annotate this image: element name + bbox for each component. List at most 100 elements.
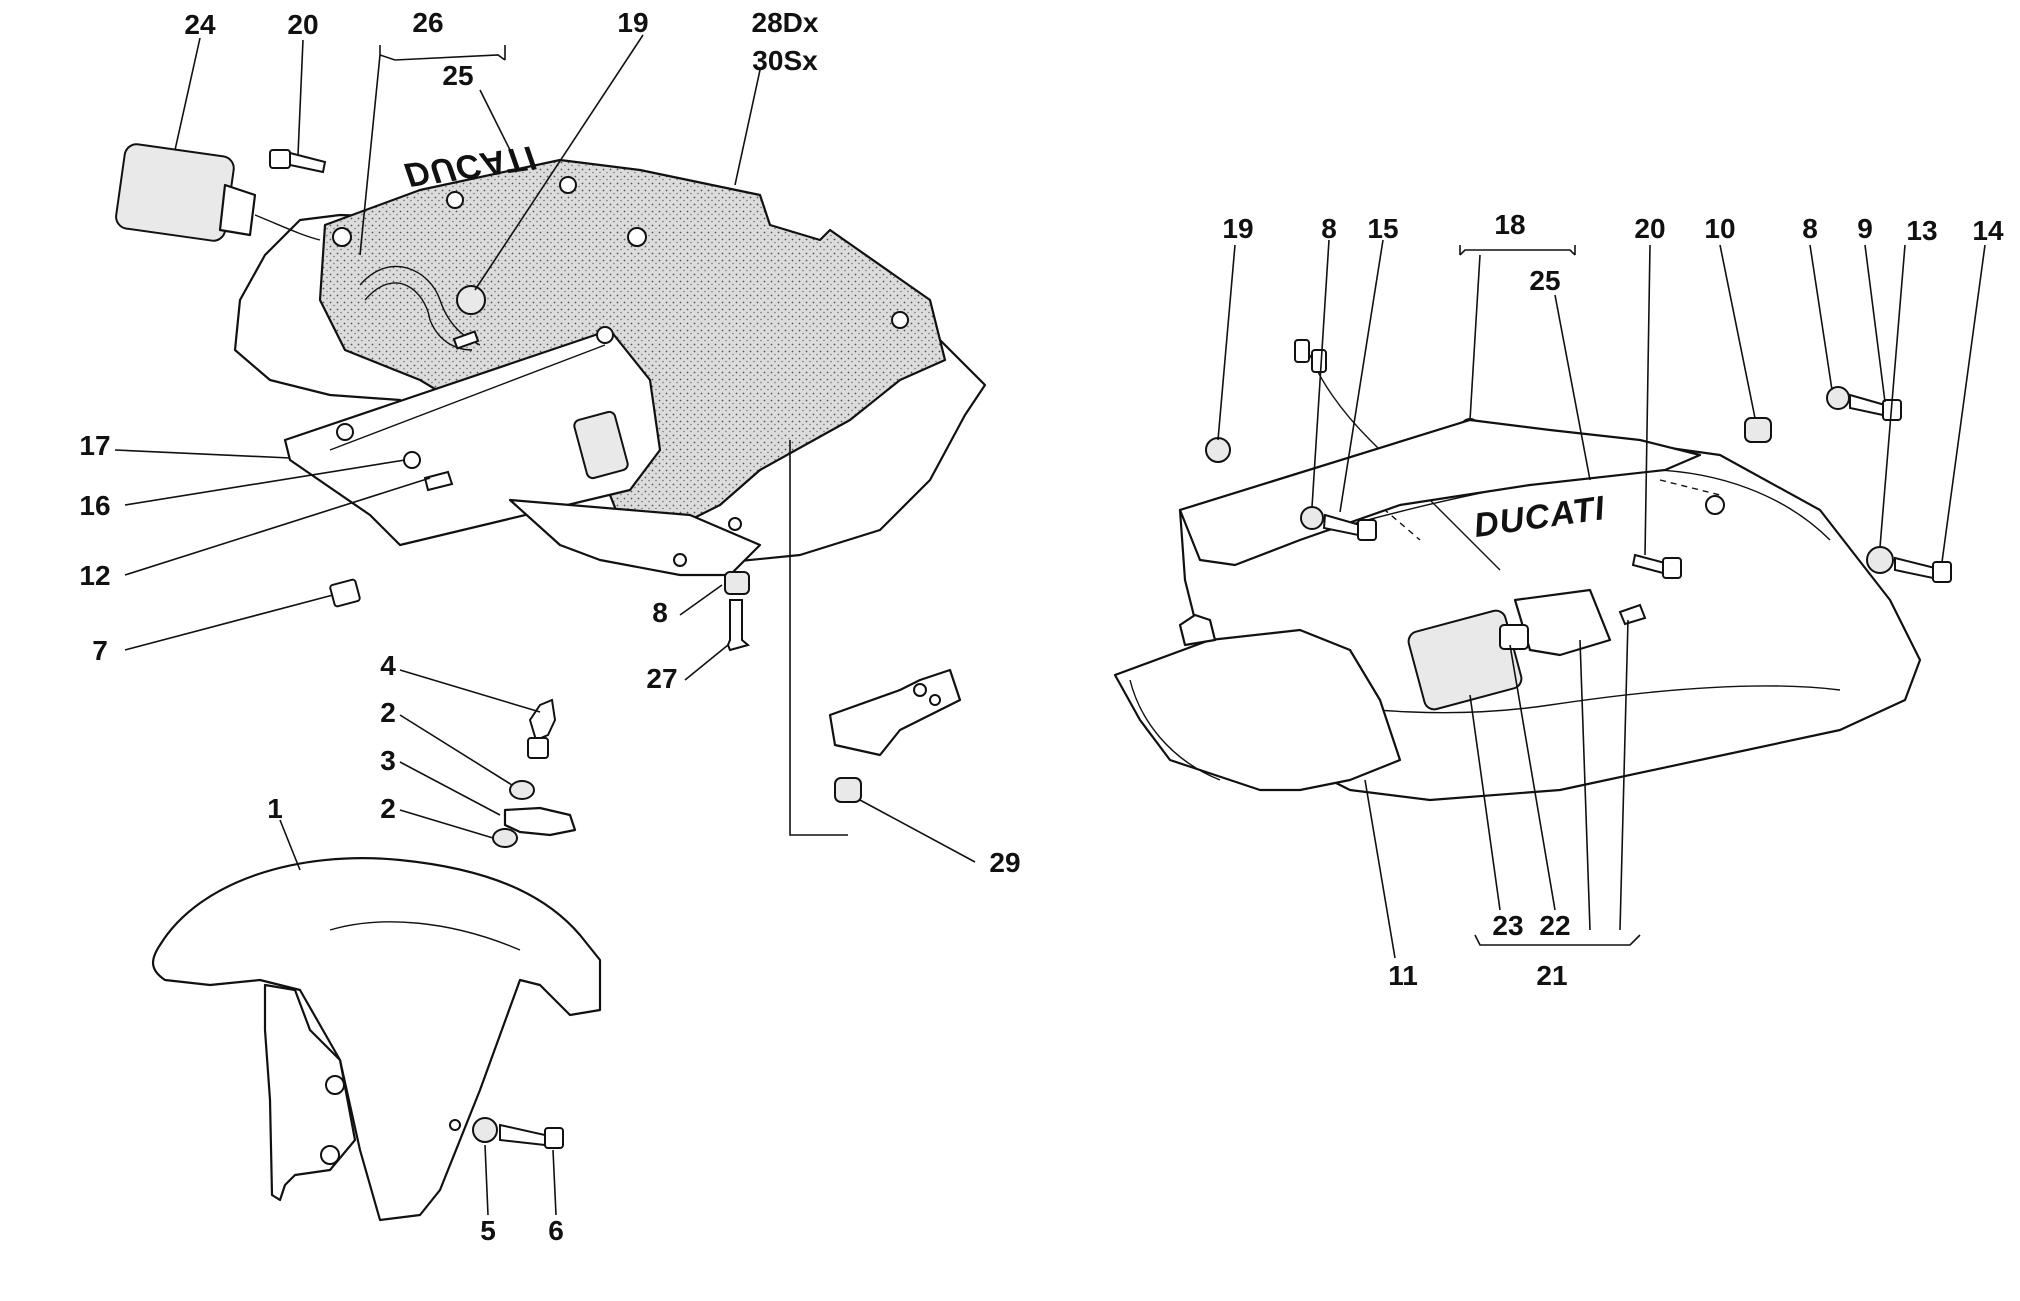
callout-9: 9 <box>1857 213 1873 244</box>
callout-14: 14 <box>1972 215 2004 246</box>
callout-5: 5 <box>480 1215 496 1246</box>
callout-22: 22 <box>1539 910 1570 941</box>
callout-4: 4 <box>380 650 396 681</box>
pad-hole <box>559 176 577 194</box>
side-panel <box>283 328 662 547</box>
bolt-9 <box>1849 393 1887 417</box>
pad-hole <box>446 191 464 209</box>
screw-12 <box>423 470 454 492</box>
tray-hole <box>728 517 742 531</box>
callout-17: 17 <box>79 430 110 461</box>
callout-26: 26 <box>412 7 443 38</box>
callout-27: 27 <box>646 663 677 694</box>
callout-25b: 25 <box>1529 265 1560 296</box>
callout-30sx: 30Sx <box>752 45 818 76</box>
clip-7 <box>329 578 361 608</box>
bolt-20-left <box>269 149 327 174</box>
callout-23: 23 <box>1492 910 1523 941</box>
fender-hole <box>449 1119 461 1131</box>
callout-19b: 19 <box>1222 213 1253 244</box>
tray-hole <box>673 553 687 567</box>
tail-hole <box>1705 495 1725 515</box>
callout-2: 2 <box>380 697 396 728</box>
callout-8b: 8 <box>1321 213 1337 244</box>
bracket <box>828 668 962 757</box>
callout-20: 20 <box>287 9 318 40</box>
connector <box>452 330 480 350</box>
front-fender <box>152 857 602 1222</box>
panel-hole <box>336 423 354 441</box>
bolt-14 <box>1894 556 1937 580</box>
callout-12: 12 <box>79 560 110 591</box>
pad-hole <box>332 227 352 247</box>
clip-3 <box>503 806 577 837</box>
duct-tab <box>1178 613 1217 647</box>
screw-21 <box>1618 603 1647 626</box>
washer-8b <box>1300 506 1324 530</box>
callout-2b: 2 <box>380 793 396 824</box>
bolt-20-right-head <box>1662 557 1682 579</box>
callout-11: 11 <box>1388 960 1418 991</box>
bolt-15-head <box>1357 519 1377 541</box>
grommet-19 <box>1205 437 1231 463</box>
grommet-8 <box>724 571 750 595</box>
pin-4 <box>528 698 557 742</box>
washer-13 <box>1866 546 1894 574</box>
callout-19: 19 <box>617 7 648 38</box>
callout-8: 8 <box>652 597 668 628</box>
callout-6: 6 <box>548 1215 564 1246</box>
callout-7: 7 <box>92 635 108 666</box>
license-lamp <box>456 285 486 315</box>
washer-16 <box>403 451 421 469</box>
bolt-6-head <box>544 1127 564 1149</box>
callout-18: 18 <box>1494 209 1525 240</box>
callout-21: 21 <box>1536 960 1567 991</box>
fender-shell <box>152 857 602 1222</box>
bracket-hole <box>913 683 927 697</box>
callout-29: 29 <box>989 847 1020 878</box>
duct-opening <box>1129 679 1221 781</box>
callout-24: 24 <box>184 9 216 40</box>
callout-15: 15 <box>1367 213 1398 244</box>
air-duct <box>1113 628 1402 792</box>
fender-contour <box>329 921 521 951</box>
pad-hole <box>891 311 909 329</box>
callout-16: 16 <box>79 490 110 521</box>
washer-2 <box>509 780 535 800</box>
panel-slot <box>573 410 629 480</box>
callout-20b: 20 <box>1634 213 1665 244</box>
pin-4-head <box>527 737 549 759</box>
bracket-hole <box>929 694 941 706</box>
stay-hole <box>320 1145 340 1165</box>
tail-light-wire <box>254 214 321 241</box>
bolt-shank <box>289 151 327 174</box>
tail-assembly <box>1113 339 1922 802</box>
undertray-assembly <box>233 158 987 577</box>
washer-5 <box>472 1117 498 1143</box>
wire-connector <box>1311 349 1327 373</box>
bolt-14-head <box>1932 561 1952 583</box>
bolt-head <box>269 149 291 169</box>
screw-27 <box>726 599 751 652</box>
panel-edge <box>329 344 606 451</box>
callout-13: 13 <box>1906 215 1937 246</box>
callout-8c: 8 <box>1802 213 1818 244</box>
nut-29 <box>834 777 862 803</box>
callout-labels: 24 20 26 25 19 28Dx 30Sx 17 16 12 7 8 27… <box>79 7 2004 1246</box>
left-tail-light <box>115 143 321 242</box>
lamp-wire <box>1309 354 1501 571</box>
washer-2b <box>492 828 518 848</box>
callout-10: 10 <box>1704 213 1735 244</box>
grommet-10 <box>1744 417 1772 443</box>
wire-connector <box>1294 339 1310 363</box>
pad-hole <box>627 227 647 247</box>
lens-22 <box>1499 624 1529 650</box>
callout-1: 1 <box>267 793 283 824</box>
tray-lower-edge <box>508 498 762 577</box>
stay-hole <box>325 1075 345 1095</box>
tail-light-body <box>115 143 235 242</box>
callout-28dx: 28Dx <box>752 7 819 38</box>
callout-25: 25 <box>442 60 473 91</box>
bolt-6 <box>499 1123 546 1147</box>
